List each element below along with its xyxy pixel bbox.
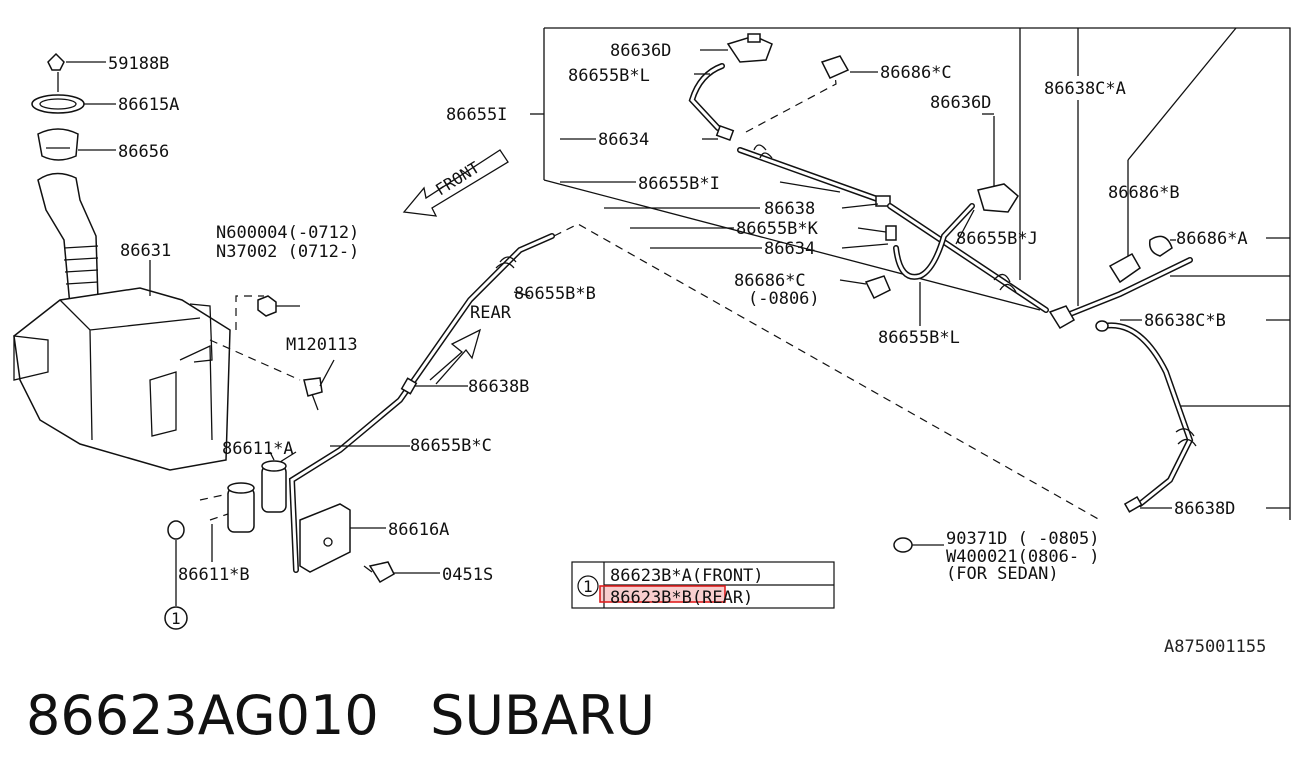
label-86634-mid: 86634 <box>764 239 815 259</box>
label-rear: REAR <box>470 303 512 323</box>
label-86686c-mid: 86686*C <box>734 271 806 291</box>
label-86611a: 86611*A <box>222 439 294 459</box>
label-86638: 86638 <box>764 199 815 219</box>
label-86686a: 86686*A <box>1176 229 1248 249</box>
label-86686b: 86686*B <box>1108 183 1180 203</box>
label-86656: 86656 <box>118 142 169 162</box>
label-n37002: N37002 (0712-) <box>216 242 359 262</box>
ref-circle-label: 1 <box>171 609 181 628</box>
label-86638b: 86638B <box>468 377 529 397</box>
label-86638c-a: 86638C*A <box>1044 79 1126 99</box>
label-m120113: M120113 <box>286 335 358 355</box>
part-number-title: 86623AG010 SUBARU <box>26 684 656 747</box>
front-hoses <box>688 63 1197 513</box>
rear-hose <box>288 223 1101 573</box>
front-nozzles <box>726 33 1173 553</box>
label-86655b-i: 86655B*I <box>638 174 720 194</box>
diagram-code: A875001155 <box>1164 637 1266 657</box>
reservoir-assembly <box>13 52 231 471</box>
label-90371d: 90371D ( -0805) <box>946 529 1100 549</box>
legend-table: 1 86623B*A(FRONT) 86623B*B(REAR) <box>571 561 835 609</box>
label-86636d-right: 86636D <box>930 93 991 113</box>
hose-bracket <box>299 503 395 584</box>
label-86655i: 86655I <box>446 105 507 125</box>
label-86655b-k: 86655B*K <box>736 219 819 239</box>
washer-pumps: 1 <box>164 451 287 630</box>
legend-row-rear: 86623B*B(REAR) <box>610 588 753 608</box>
label-86616a: 86616A <box>388 520 449 540</box>
label-86655b-l-bottom: 86655B*L <box>878 328 960 348</box>
label-86686c-range: (-0806) <box>748 289 820 309</box>
part-labels: 59188B 86615A 86656 86631 N600004(-0712)… <box>108 41 1266 657</box>
label-for-sedan: (FOR SEDAN) <box>946 564 1059 584</box>
label-86634-top: 86634 <box>598 130 649 150</box>
label-59188b: 59188B <box>108 54 169 74</box>
label-86655b-l-top: 86655B*L <box>568 66 650 86</box>
leader-lines <box>66 28 1290 574</box>
front-arrow: FRONT <box>402 149 509 217</box>
front-group-frame <box>543 27 1291 520</box>
legend-marker: 1 <box>583 577 593 596</box>
label-86686c-top: 86686*C <box>880 63 952 83</box>
label-86615a: 86615A <box>118 95 179 115</box>
label-w400021: W400021(0806- ) <box>946 547 1100 567</box>
label-86611b: 86611*B <box>178 565 250 585</box>
label-86638d: 86638D <box>1174 499 1235 519</box>
label-86638c-b: 86638C*B <box>1144 311 1226 331</box>
label-86636d-top: 86636D <box>610 41 671 61</box>
legend-row-front: 86623B*A(FRONT) <box>610 566 764 586</box>
fasteners <box>209 295 323 411</box>
label-86655b-b: 86655B*B <box>514 284 596 304</box>
label-86655b-j: 86655B*J <box>956 229 1038 249</box>
label-n600004: N600004(-0712) <box>216 223 359 243</box>
highlight-box <box>599 585 726 603</box>
label-86631: 86631 <box>120 241 171 261</box>
label-0451s: 0451S <box>442 565 493 585</box>
label-86655b-c: 86655B*C <box>410 436 492 456</box>
